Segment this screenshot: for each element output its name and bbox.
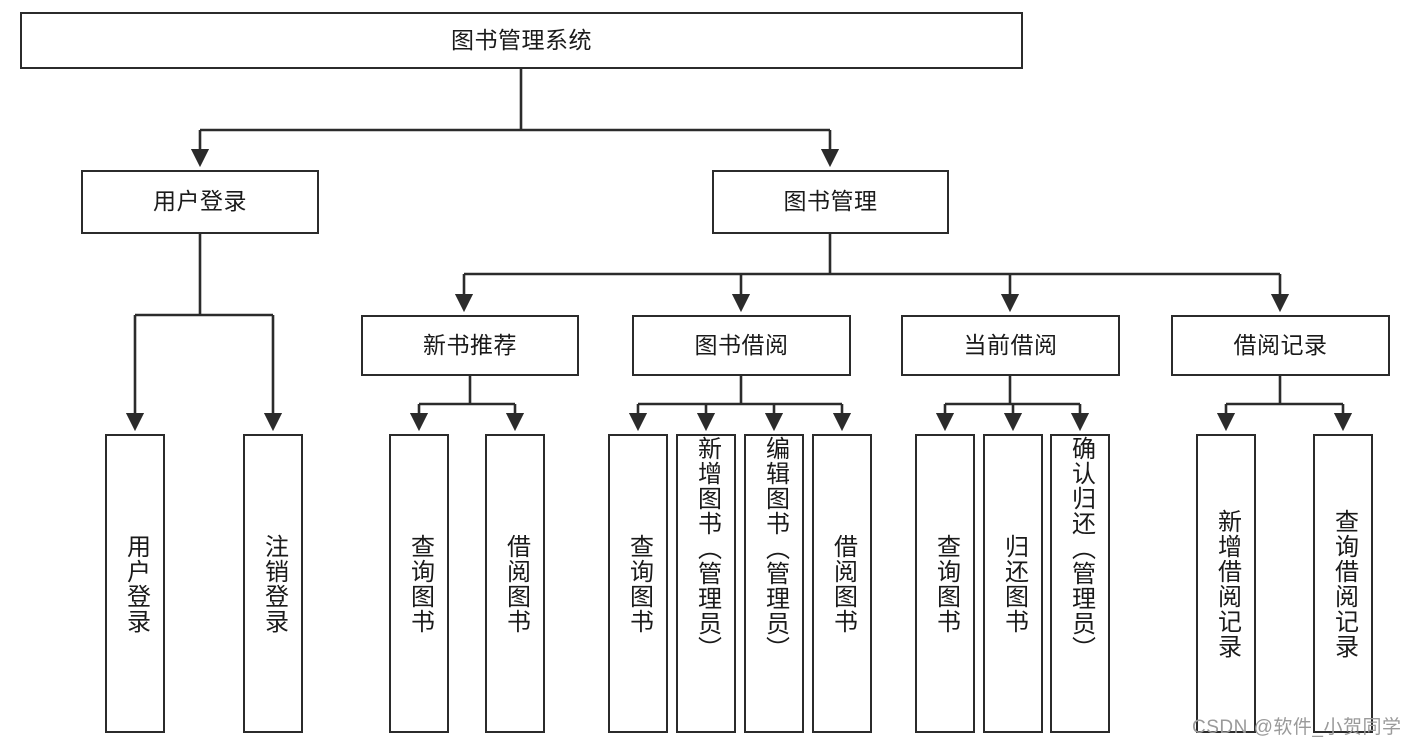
node-borrow-record-label: 借阅记录 <box>1233 331 1328 358</box>
node-book-borrow[interactable]: 图书借阅 <box>632 315 851 376</box>
leaf-borrow-book-newbook[interactable]: 借阅图书 <box>485 434 545 733</box>
leaf-edit-book-admin-label: 编辑图书（管理员） <box>761 436 789 661</box>
leaf-confirm-return-admin-label: 确认归还（管理员） <box>1067 436 1095 661</box>
leaf-borrow-book-newbook-label: 借阅图书 <box>502 533 530 634</box>
watermark: CSDN @软件_小贺同学 <box>1192 717 1402 738</box>
leaf-add-borrow-record-label: 新增借阅记录 <box>1213 508 1241 659</box>
leaf-query-book-newbook-label: 查询图书 <box>406 533 434 634</box>
leaf-confirm-return-admin[interactable]: 确认归还（管理员） <box>1050 434 1110 733</box>
leaf-borrow-book-label: 借阅图书 <box>829 533 857 634</box>
leaf-query-book-current[interactable]: 查询图书 <box>915 434 975 733</box>
node-new-book-recommend[interactable]: 新书推荐 <box>361 315 579 376</box>
node-book-borrow-label: 图书借阅 <box>694 331 789 358</box>
leaf-add-book-admin[interactable]: 新增图书（管理员） <box>676 434 736 733</box>
node-current-borrow[interactable]: 当前借阅 <box>901 315 1120 376</box>
node-current-borrow-label: 当前借阅 <box>963 331 1058 358</box>
leaf-return-book-label: 归还图书 <box>1000 533 1028 634</box>
leaf-user-logout[interactable]: 注销登录 <box>243 434 303 733</box>
leaf-user-logout-label: 注销登录 <box>260 533 288 634</box>
leaf-add-book-admin-label: 新增图书（管理员） <box>693 436 721 661</box>
node-user-login-label: 用户登录 <box>153 188 247 215</box>
leaf-query-book-newbook[interactable]: 查询图书 <box>389 434 449 733</box>
node-new-book-recommend-label: 新书推荐 <box>423 331 517 358</box>
leaf-query-book-borrow-label: 查询图书 <box>625 533 653 634</box>
leaf-query-borrow-record-label: 查询借阅记录 <box>1330 508 1358 659</box>
leaf-query-borrow-record[interactable]: 查询借阅记录 <box>1313 434 1373 733</box>
leaf-query-book-borrow[interactable]: 查询图书 <box>608 434 668 733</box>
node-root[interactable]: 图书管理系统 <box>20 12 1023 69</box>
leaf-add-borrow-record[interactable]: 新增借阅记录 <box>1196 434 1256 733</box>
node-user-login[interactable]: 用户登录 <box>81 170 319 234</box>
leaf-user-login-label: 用户登录 <box>122 533 150 634</box>
leaf-user-login[interactable]: 用户登录 <box>105 434 165 733</box>
leaf-edit-book-admin[interactable]: 编辑图书（管理员） <box>744 434 804 733</box>
leaf-borrow-book[interactable]: 借阅图书 <box>812 434 872 733</box>
leaf-query-book-current-label: 查询图书 <box>932 533 960 634</box>
leaf-return-book[interactable]: 归还图书 <box>983 434 1043 733</box>
node-borrow-record[interactable]: 借阅记录 <box>1171 315 1390 376</box>
node-book-management[interactable]: 图书管理 <box>712 170 949 234</box>
node-book-management-label: 图书管理 <box>783 188 878 215</box>
node-root-label: 图书管理系统 <box>451 26 592 53</box>
